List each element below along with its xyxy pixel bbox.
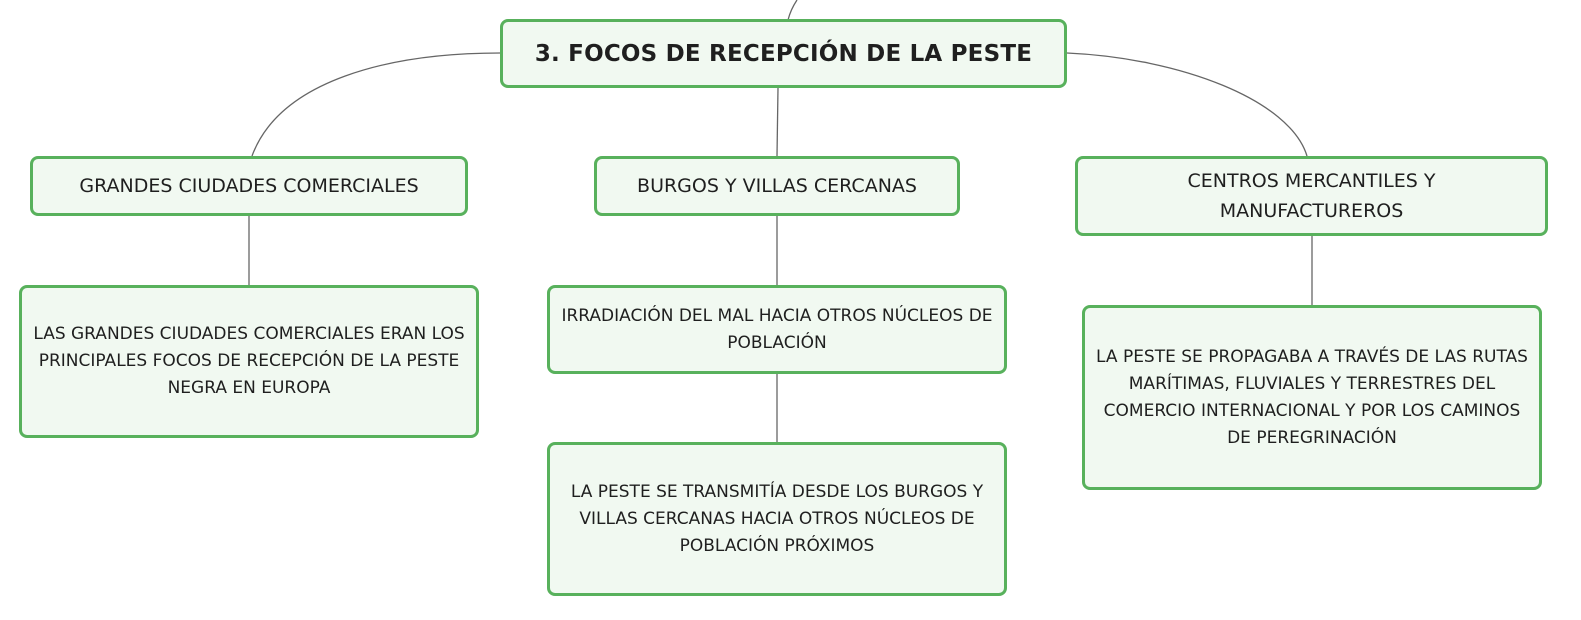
connector-root-to-centros bbox=[1066, 52, 1308, 157]
branch-node-grandes-ciudades[interactable]: GRANDES CIUDADES COMERCIALES bbox=[30, 156, 468, 216]
detail-node-text: LA PESTE SE TRANSMITÍA DESDE LOS BURGOS … bbox=[570, 481, 984, 556]
connector-root-to-grandes-ciudades bbox=[251, 52, 501, 157]
connector-root-to-burgos bbox=[776, 87, 779, 157]
detail-node-burgos-transmision[interactable]: LA PESTE SE TRANSMITÍA DESDE LOS BURGOS … bbox=[547, 442, 1007, 596]
root-node[interactable]: 3. FOCOS DE RECEPCIÓN DE LA PESTE bbox=[500, 19, 1067, 88]
connector-from-parent bbox=[787, 0, 798, 21]
detail-node-grandes-ciudades[interactable]: LAS GRANDES CIUDADES COMERCIALES ERAN LO… bbox=[19, 285, 479, 438]
branch-node-label: BURGOS Y VILLAS CERCANAS bbox=[637, 175, 917, 197]
detail-node-text: LAS GRANDES CIUDADES COMERCIALES ERAN LO… bbox=[33, 324, 465, 398]
root-node-label: 3. FOCOS DE RECEPCIÓN DE LA PESTE bbox=[534, 40, 1033, 67]
detail-node-text: IRRADIACIÓN DEL MAL HACIA OTROS NÚCLEOS … bbox=[561, 305, 993, 353]
branch-node-label: CENTROS MERCANTILES Y MANUFACTUREROS bbox=[1187, 170, 1436, 222]
branch-node-centros[interactable]: CENTROS MERCANTILES Y MANUFACTUREROS bbox=[1075, 156, 1548, 236]
branch-node-burgos[interactable]: BURGOS Y VILLAS CERCANAS bbox=[594, 156, 960, 216]
detail-node-irradiacion[interactable]: IRRADIACIÓN DEL MAL HACIA OTROS NÚCLEOS … bbox=[547, 285, 1007, 374]
detail-node-centros[interactable]: LA PESTE SE PROPAGABA A TRAVÉS DE LAS RU… bbox=[1082, 305, 1542, 490]
detail-node-text: LA PESTE SE PROPAGABA A TRAVÉS DE LAS RU… bbox=[1096, 346, 1528, 448]
branch-node-label: GRANDES CIUDADES COMERCIALES bbox=[79, 175, 419, 197]
